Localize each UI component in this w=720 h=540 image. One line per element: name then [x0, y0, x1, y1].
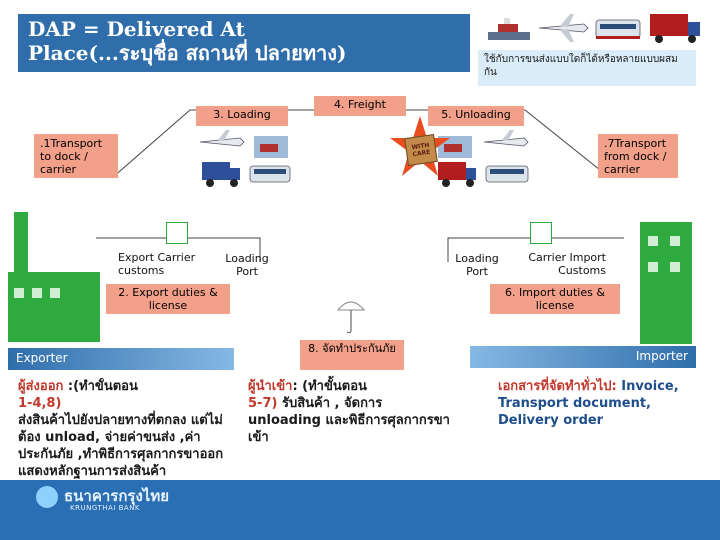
exporter-label: Exporter	[8, 348, 234, 370]
crate-icon: WITH CARE	[404, 134, 438, 166]
loading-port-right: Loading Port	[455, 252, 499, 278]
carrier-import-text: Carrier Import	[528, 251, 606, 264]
importer-label: Importer	[470, 346, 696, 368]
step-freight: 4. Freight	[314, 96, 406, 116]
bank-name-en: KRUNGTHAI BANK	[70, 504, 141, 512]
slide-title: DAP = Delivered At Place(...ระบุชื่อ สถา…	[18, 14, 470, 72]
importer-building-icon	[640, 222, 692, 344]
bank-logo-icon	[36, 486, 58, 508]
step-export-duties: 2. Export duties & license	[106, 284, 230, 314]
ship-icon	[254, 136, 288, 158]
importer-head-rest: : (ทำขั้นตอน	[292, 379, 367, 394]
umbrella-icon	[336, 301, 366, 334]
bank-name-th: ธนาคารกรุงไทย	[64, 487, 170, 505]
step-loading: 3. Loading	[196, 106, 288, 126]
importer-steps: 5-7)	[248, 396, 278, 411]
exporter-body: ส่งสินค้าไปยังปลายทางที่ตกลง แต่ไม่ต้อง …	[18, 413, 224, 479]
importer-body: รับสินค้า , จัดการ unloading และพิธีการศ…	[248, 396, 450, 445]
step-unloading: 5. Unloading	[428, 106, 524, 126]
documents-head: เอกสารที่จัดทำทั่วไป:	[498, 379, 622, 394]
title-line-2: Place(...ระบุชื่อ สถานที่ ปลายทาง)	[28, 41, 347, 65]
loading-transport-cluster	[199, 130, 291, 187]
exporter-steps: 1-4,8)	[18, 396, 62, 411]
carrier-import-label: Carrier Import Customs	[522, 251, 606, 277]
unloading-transport-cluster	[438, 130, 529, 187]
truck-icon	[650, 14, 700, 43]
documents-description: เอกสารที่จัดทำทั่วไป: Invoice, Transport…	[498, 378, 708, 429]
title-line-1: DAP = Delivered At	[28, 17, 245, 41]
export-customs-house-icon	[166, 222, 188, 244]
transport-icons-top	[488, 14, 700, 43]
export-carrier-label: Export Carrier customs	[118, 251, 195, 277]
footer-band	[0, 480, 720, 540]
exporter-head: ผู้ส่งออก	[18, 379, 64, 394]
exporter-head-rest: :(ทำขั้นตอน	[63, 379, 138, 394]
customs-right-text: Customs	[558, 264, 606, 277]
step-import-duties: 6. Import duties & license	[490, 284, 620, 314]
step-transport-to-dock: .1Transport to dock / carrier	[34, 134, 118, 178]
importer-head: ผู้นำเข้า	[248, 379, 293, 394]
documents-body: Invoice, Transport document, Delivery or…	[498, 379, 679, 428]
export-carrier-text: Export Carrier	[118, 251, 196, 264]
truck-icon	[202, 162, 240, 187]
ship-icon	[488, 18, 530, 40]
step-transport-from-dock: .7Transport from dock / carrier	[598, 134, 678, 178]
airplane-icon	[199, 130, 245, 147]
importer-description: ผู้นำเข้า: (ทำขั้นตอน 5-7) รับสินค้า , จ…	[248, 378, 450, 446]
airplane-icon	[538, 14, 589, 42]
train-icon	[249, 165, 291, 183]
exporter-factory-icon	[8, 212, 100, 342]
airplane-icon	[483, 130, 529, 147]
truck-icon	[438, 162, 476, 187]
ship-icon	[438, 136, 472, 158]
exporter-description: ผู้ส่งออก :(ทำขั้นตอน 1-4,8) ส่งสินค้าไป…	[18, 378, 224, 536]
transport-mode-note: ใช้กับการขนส่งแบบใดก็ได้หรือหลายแบบผสมกั…	[478, 50, 696, 86]
train-icon	[595, 19, 641, 39]
train-icon	[485, 165, 529, 183]
crate-label: WITH CARE	[411, 141, 431, 159]
loading-port-left: Loading Port	[225, 252, 269, 278]
customs-left-text: customs	[118, 264, 165, 277]
step-insurance: 8. จัดทำประกันภัย	[300, 340, 404, 370]
import-customs-house-icon	[530, 222, 552, 244]
